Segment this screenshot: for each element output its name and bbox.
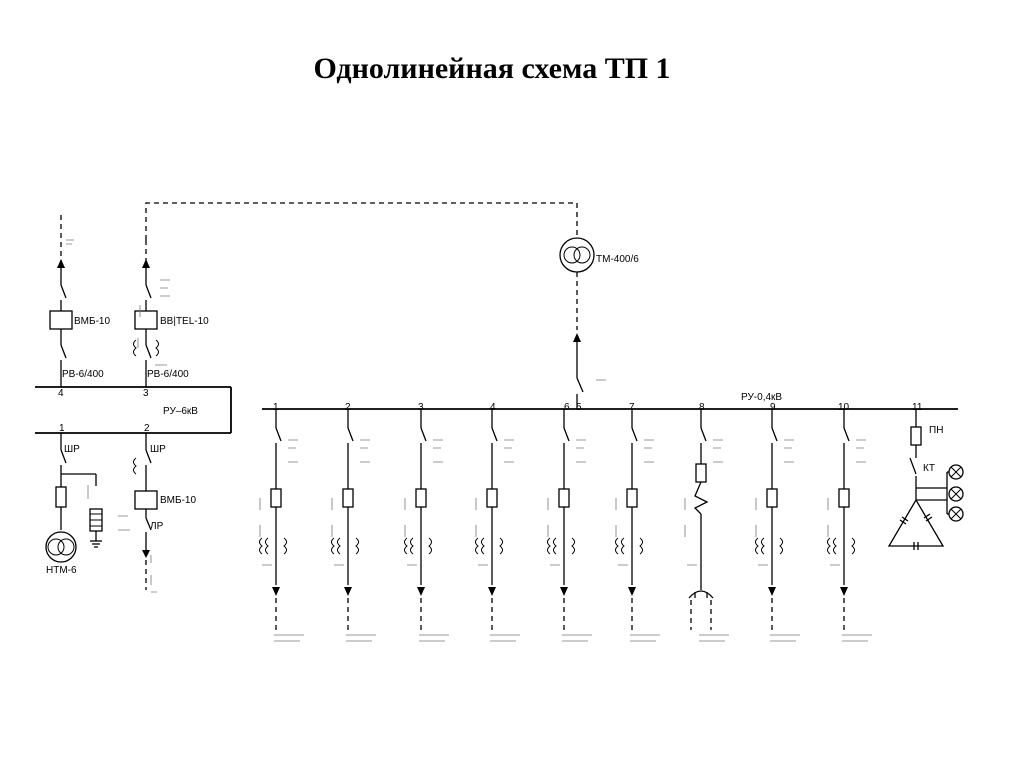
hv-feeder-right: ВВ|TEL-10 РВ-6/400 3: [133, 240, 209, 399]
lv-feeder-number: 11: [912, 402, 923, 413]
hv-outgoing-breaker-label: ВМБ-10: [160, 495, 196, 506]
main-transformer-label: ТМ-400/6: [596, 254, 639, 265]
hv-outgoing-left: 1 ШР НТМ-6: [45, 423, 103, 576]
lv-feeder-number: 8: [699, 402, 705, 413]
current-transformer-icon: [547, 537, 575, 555]
illegible-note: [331, 439, 376, 642]
fuse-icon: [270, 488, 282, 508]
capacitor-delta-icon: [887, 498, 945, 550]
hv-outgoing-disconnector-label: ЛР: [150, 521, 164, 532]
lv-feeder-number: 1: [273, 402, 279, 413]
lv-feeder-number: 5: [576, 402, 582, 413]
hv-bus: РУ–6кВ: [35, 386, 232, 434]
fuse-icon: [55, 486, 67, 508]
arrow-down-icon: [344, 587, 352, 596]
illegible-note: [615, 439, 660, 642]
switch-icon: [347, 427, 354, 442]
fuse-icon: [695, 463, 707, 483]
arrow-down-icon: [840, 587, 848, 596]
current-transformer-icon: [259, 537, 287, 555]
illegible-note: [475, 439, 520, 642]
arrow-down-icon: [272, 587, 280, 596]
lv-feeder-number: 2: [345, 402, 351, 413]
fuse-icon: [558, 488, 570, 508]
capacitor-fuse-label: ПН: [929, 425, 943, 436]
hv-feeder-left-number: 4: [58, 388, 64, 399]
lv-feeder-number: 3: [418, 402, 424, 413]
hv-feeder-right-number: 3: [143, 388, 149, 399]
current-transformer-icon: [404, 537, 432, 555]
main-transformer: ТМ-400/6: [559, 237, 639, 409]
current-transformer-icon: [827, 537, 855, 555]
fuse-icon: [486, 488, 498, 508]
switch-icon: [420, 427, 427, 442]
switch-icon: [491, 427, 498, 442]
lv-bus: РУ-0,4кВ 1 2 3 4 6 5 7 8 9 10 11: [262, 392, 958, 413]
capacitor-contactor-label: КТ: [923, 463, 935, 474]
transformer-link: [145, 202, 578, 240]
hv-outgoing-breaker: [134, 490, 158, 510]
illegible-note: [827, 439, 872, 642]
current-transformer-icon: [133, 339, 159, 357]
hv-disconnector-left-label: РВ-6/400: [62, 369, 104, 380]
current-transformer-icon: [475, 537, 503, 555]
switch-icon: [771, 427, 778, 442]
switch-icon: [563, 427, 570, 442]
capacitor-feeder: ПН КТ: [887, 409, 964, 550]
lv-feeder-number: 7: [629, 402, 635, 413]
signal-lamp-icon: [948, 506, 964, 522]
hv-outgoing-right-switch: ШР: [150, 444, 166, 455]
hv-outgoing-right-number: 2: [144, 423, 150, 434]
switch-icon: [631, 427, 638, 442]
hv-disconnector-right-label: РВ-6/400: [147, 369, 189, 380]
signal-lamp-icon: [948, 464, 964, 480]
lv-feeder-number: 9: [770, 402, 776, 413]
fuse-icon: [766, 488, 778, 508]
illegible-note: [684, 439, 729, 642]
switch-icon: [843, 427, 850, 442]
hv-bus-label: РУ–6кВ: [163, 406, 198, 417]
hv-breaker-left-label: ВМБ-10: [74, 316, 110, 327]
illegible-note: [755, 439, 800, 642]
hv-breaker-right: [134, 310, 158, 330]
fuse-icon: [415, 488, 427, 508]
illegible-note: [547, 439, 592, 642]
illegible-note: [404, 439, 449, 642]
hv-breaker-left: [49, 310, 73, 330]
hv-outgoing-left-switch: ШР: [64, 444, 80, 455]
illegible-note: [259, 439, 304, 642]
hv-feeder-left: ВМБ-10 РВ-6/400 4: [49, 215, 110, 399]
lv-feeder-number: 6: [564, 402, 570, 413]
relay-icon: [693, 481, 709, 515]
current-transformer-icon: [615, 537, 643, 555]
arrow-down-icon: [768, 587, 776, 596]
lv-feeder-number: 4: [490, 402, 496, 413]
cable-split-icon: [688, 590, 714, 599]
lv-feeders: [259, 409, 872, 642]
hv-outgoing-right: 2 ШР ВМБ-10 ЛР: [133, 423, 196, 590]
current-transformer-icon: [755, 537, 783, 555]
fuse-icon: [342, 488, 354, 508]
switch-icon: [275, 427, 282, 442]
fuse-icon: [626, 488, 638, 508]
lv-feeder-number: 10: [838, 402, 850, 413]
capacitor-fuse: [910, 426, 922, 446]
switch-icon: [700, 427, 707, 442]
current-transformer-icon: [331, 537, 359, 555]
hv-breaker-right-label: ВВ|TEL-10: [160, 316, 209, 327]
voltage-transformer-icon: [45, 531, 77, 563]
arrow-down-icon: [417, 587, 425, 596]
hv-outgoing-left-number: 1: [59, 423, 65, 434]
page-title: Однолинейная схема ТП 1: [313, 52, 671, 85]
hv-transformer-label: НТМ-6: [46, 565, 77, 576]
lv-bus-label: РУ-0,4кВ: [741, 392, 782, 403]
arrow-down-icon: [488, 587, 496, 596]
arrow-down-icon: [628, 587, 636, 596]
arrow-down-icon: [560, 587, 568, 596]
signal-lamp-icon: [948, 486, 964, 502]
fuse-icon: [838, 488, 850, 508]
